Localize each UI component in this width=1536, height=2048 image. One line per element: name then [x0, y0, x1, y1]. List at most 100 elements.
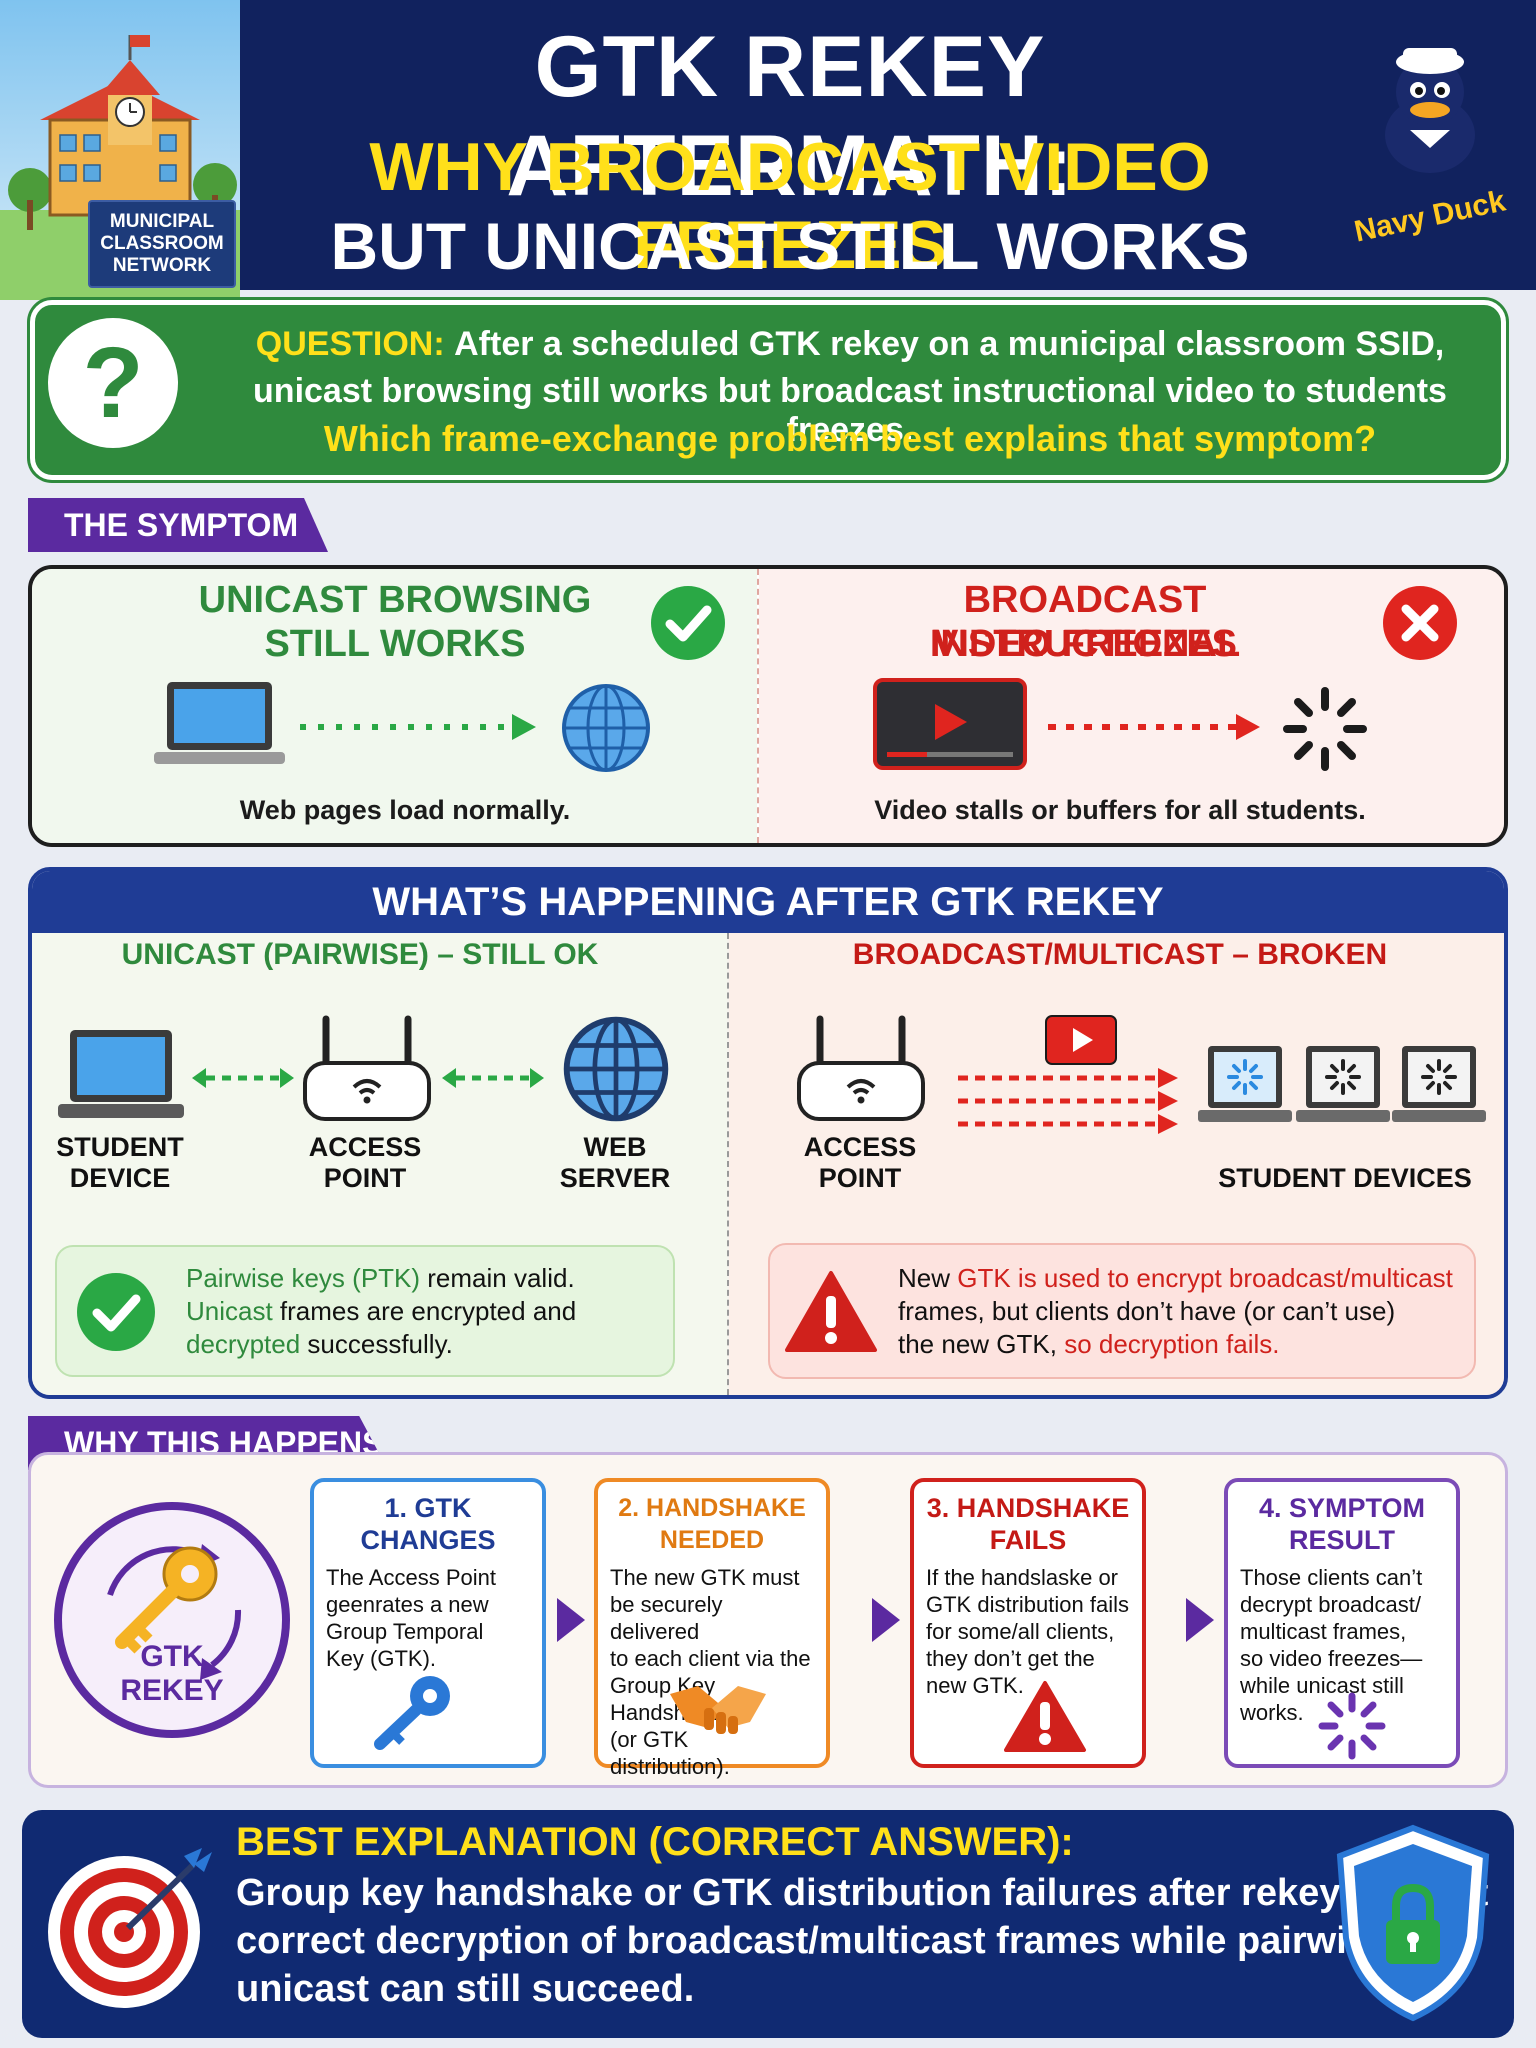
unicast-link-1	[192, 1065, 294, 1091]
broadcast-caption: Video stalls or buffers for all students…	[874, 795, 1366, 825]
handshake-icon	[668, 1682, 768, 1742]
unicast-info-text: Pairwise keys (PTK) remain valid. Unicas…	[186, 1262, 666, 1361]
left-info-segment: decrypted	[186, 1329, 301, 1359]
gtk-rekey-emblem	[52, 1500, 292, 1740]
failure-warning-icon	[1003, 1680, 1087, 1754]
step-2-text: The new GTK must be securely delivered t…	[610, 1565, 811, 1779]
header-banner	[0, 0, 1536, 290]
broadcast-heading: BROADCAST/MULTICAST – BROKEN	[852, 938, 1388, 971]
blue-key-icon	[370, 1672, 462, 1752]
student-laptops-icon	[1196, 1044, 1486, 1140]
security-shield-icon	[1330, 1822, 1496, 2022]
step-3-text: If the handslaske or GTK distribution fa…	[926, 1565, 1129, 1698]
step-arrow-3	[1186, 1598, 1214, 1642]
step-arrow-2	[872, 1598, 900, 1642]
access-point-label-right-1: ACCESS	[803, 1132, 917, 1162]
unicast-caption: Web pages load normally.	[239, 795, 571, 825]
target-icon	[44, 1842, 214, 2012]
step-4-card: 4. SYMPTOM RESULT Those clients can’t de…	[1224, 1478, 1460, 1768]
step-2-card: 2. HANDSHAKE NEEDED The new GTK must be …	[594, 1478, 830, 1779]
question-text-1: After a scheduled GTK rekey on a municip…	[454, 325, 1445, 363]
page-title: GTK REKEY AFTERMATH:	[506, 19, 1074, 214]
warning-icon	[784, 1270, 878, 1354]
question-line-2: unicast browsing still works but broadca…	[253, 372, 1447, 449]
step-arrow-1	[557, 1598, 585, 1642]
student-devices-label: STUDENT DEVICES	[1218, 1163, 1472, 1193]
school-sign: MUNICIPAL CLASSROOM NETWORK	[88, 200, 236, 288]
access-point-icon-2	[796, 1015, 926, 1123]
step-1-card: 1. GTK CHANGES The Access Point geenrate…	[310, 1478, 546, 1768]
symptom-divider	[757, 569, 759, 843]
left-info-segment: Pairwise keys (PTK)	[186, 1263, 421, 1293]
web-server-globe-icon	[562, 1015, 670, 1123]
broadcast-arrow	[1048, 710, 1263, 744]
student-laptop-icon	[58, 1028, 184, 1122]
gtk-rekey-label-2: REKEY	[120, 1674, 224, 1707]
right-info-segment: New	[898, 1263, 958, 1293]
step-1-title: 1. GTK CHANGES	[360, 1493, 496, 1555]
unicast-arrow	[300, 710, 540, 744]
answer-line-2: correct decryption of broadcast/multicas…	[236, 1920, 1390, 1962]
unicast-heading: UNICAST (PAIRWISE) – STILL OK	[121, 938, 599, 971]
broadcast-info-text: New GTK is used to encrypt broadcast/mul…	[898, 1262, 1468, 1361]
access-point-label-1: ACCESS	[308, 1132, 422, 1162]
purple-spinner-icon	[1316, 1690, 1388, 1762]
school-logo	[0, 0, 240, 300]
left-info-segment: successfully.	[300, 1329, 453, 1359]
left-info-segment: remain valid.	[427, 1263, 575, 1293]
question-label: QUESTION:	[255, 325, 445, 363]
unicast-title-1: UNICAST BROWSING	[198, 579, 592, 621]
left-info-segment: frames are encrypted and	[279, 1296, 577, 1326]
broadcast-info-box	[768, 1243, 1476, 1379]
step-4-title: 4. SYMPTOM RESULT	[1258, 1493, 1426, 1555]
video-player-icon	[873, 678, 1027, 770]
error-x-icon	[1382, 585, 1458, 661]
right-info-segment: GTK is used to encrypt broadcast/multica…	[957, 1263, 1453, 1293]
valid-check-icon	[76, 1272, 156, 1352]
laptop-icon	[152, 680, 287, 770]
left-info-segment: Unicast	[186, 1296, 273, 1326]
loading-spinner-icon	[1280, 684, 1370, 774]
unicast-title-2: STILL WORKS	[264, 623, 526, 665]
happening-title: WHAT’S HAPPENING AFTER GTK REKEY	[32, 871, 1504, 933]
access-point-label-2: POINT	[323, 1163, 407, 1193]
student-device-label-2: DEVICE	[69, 1163, 171, 1193]
unicast-info-box	[55, 1245, 675, 1377]
broadcast-arrows	[958, 1068, 1180, 1134]
web-server-label-1: WEB	[583, 1132, 647, 1162]
right-info-segment: frames, but clients don’t have (or can’t…	[898, 1296, 1396, 1359]
step-4-text: Those clients can’t decrypt broadcast/ m…	[1240, 1565, 1423, 1725]
web-server-label-2: SERVER	[559, 1163, 671, 1193]
answer-line-3: unicast can still succeed.	[236, 1968, 695, 2010]
symptom-tab: THE SYMPTOM	[28, 498, 328, 552]
check-icon	[650, 585, 726, 661]
access-point-icon	[302, 1015, 432, 1123]
step-2-title: 2. HANDSHAKE NEEDED	[618, 1494, 806, 1554]
student-device-label-1: STUDENT	[56, 1132, 184, 1162]
step-1-text: The Access Point geenrates a new Group T…	[326, 1565, 496, 1671]
broadcast-title-1: BROADCAST INSTRUCTIONAL	[929, 579, 1241, 665]
unicast-link-2	[442, 1065, 544, 1091]
right-info-segment: so decryption fails.	[1064, 1329, 1280, 1359]
globe-icon	[560, 682, 652, 774]
gtk-rekey-label-1: GTK	[140, 1640, 204, 1673]
step-3-title: 3. HANDSHAKE FAILS	[926, 1493, 1130, 1555]
happening-divider	[727, 933, 729, 1395]
access-point-label-right-2: POINT	[818, 1163, 902, 1193]
page-subtitle-1: WHY BROADCAST VIDEO FREEZES	[369, 129, 1211, 283]
answer-panel	[22, 1810, 1514, 2038]
video-icon	[1045, 1015, 1117, 1065]
broadcast-title-2: VIDEO FREEZES	[932, 623, 1238, 665]
duck-mascot-icon	[1355, 30, 1505, 180]
question-line-1: QUESTION: After a scheduled GTK rekey on…	[200, 325, 1500, 364]
answer-title: BEST EXPLANATION (CORRECT ANSWER):	[236, 1820, 1074, 1864]
answer-line-1: Group key handshake or GTK distribution …	[236, 1872, 1489, 1914]
question-line-3: Which frame-exchange problem best explai…	[323, 418, 1377, 459]
question-mark-icon: ?	[48, 318, 178, 448]
question-panel	[30, 300, 1506, 480]
